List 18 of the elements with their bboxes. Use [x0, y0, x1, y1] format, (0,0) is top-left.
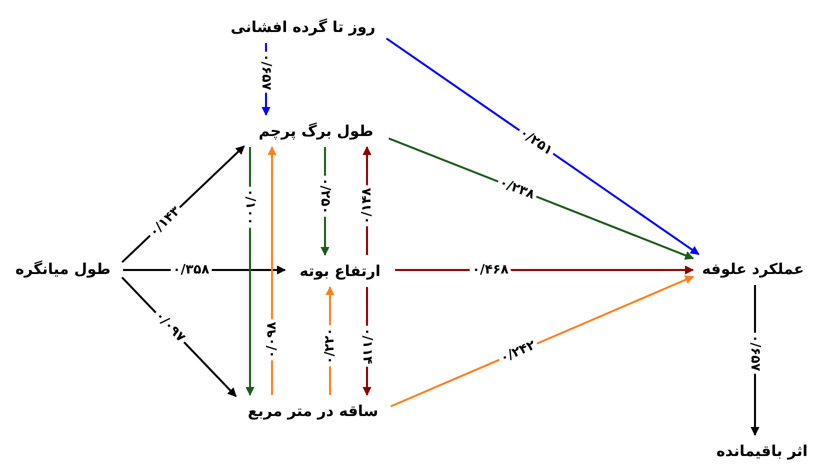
variable-label: طول برگ پرچم: [246, 118, 386, 144]
edge-label: ۰/۰۹۸: [266, 320, 278, 361]
edge-label: ۰/۲۲۰: [324, 326, 336, 367]
edge-label: ۰/۲۵۰: [318, 175, 332, 216]
edge-label: ۰/۴۶۸: [470, 264, 511, 276]
variable-label: روز تا گرده افشانی: [222, 14, 384, 40]
variable-label: اثر باقیمانده: [712, 438, 812, 464]
edge-label: ۰/۳۵۸: [170, 264, 212, 276]
variable-label: ارتفاع بوته: [288, 258, 392, 284]
variable-label: عملکرد علوفه: [696, 256, 810, 282]
edge-label: ۰/۶۵۷: [748, 332, 762, 373]
edge-label: ۰/۱۰۰: [244, 186, 256, 227]
variable-label: ساقه در متر مربع: [238, 398, 388, 424]
edge-label: ۰/۱۴۸: [360, 186, 374, 227]
edge-label: ۰/۶۵۷: [260, 52, 272, 92]
edge-label: ۰/۱۱۴: [360, 326, 374, 367]
variable-label: طول میانگره: [6, 256, 120, 282]
arrow: [386, 38, 700, 256]
